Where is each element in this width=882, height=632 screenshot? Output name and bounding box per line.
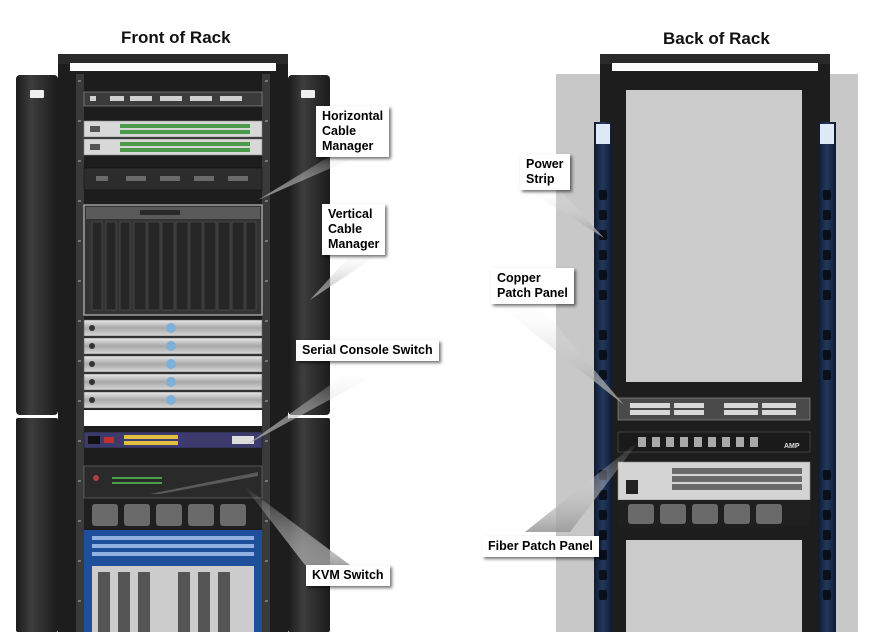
front-of-rack-title: Front of Rack: [121, 28, 231, 47]
back-of-rack-title: Back of Rack: [663, 29, 770, 48]
amp-logo: AMP: [784, 443, 800, 450]
front-rack: [16, 54, 330, 632]
front-router-lower: [83, 138, 263, 156]
kvm-switch-unit: [83, 465, 263, 499]
callout-horizontal-cable-manager: Horizontal Cable Manager: [316, 106, 390, 157]
callout-vertical-cable-manager: Vertical Cable Manager: [322, 204, 386, 255]
pointer-kvm-switch: [244, 486, 350, 565]
callout-serial-console-switch: Serial Console Switch: [296, 340, 439, 361]
left-vertical-cable-manager: [16, 75, 58, 415]
pointer-fiber-patch-panel: [525, 440, 640, 532]
back-rack: AMP: [556, 54, 858, 632]
pointer-power-strip: [525, 188, 604, 238]
left-vertical-cable-manager-lower: [16, 418, 58, 632]
right-vertical-cable-manager: [288, 75, 330, 415]
callout-copper-patch-panel: Copper Patch Panel: [491, 268, 574, 304]
pointer-copper-patch-panel: [492, 300, 624, 405]
callout-fiber-patch-panel: Fiber Patch Panel: [482, 536, 599, 557]
callout-pointers: [244, 150, 640, 565]
pointer-serial-console-switch: [248, 367, 390, 444]
callout-power-strip: Power Strip: [520, 154, 570, 190]
copper-patch-panel-unit: [617, 397, 811, 421]
pointer-horizontal-cable-manager: [258, 150, 372, 200]
rack-servers: [83, 319, 263, 409]
pointer-vertical-cable-manager: [310, 250, 385, 300]
front-router-upper: [83, 120, 263, 138]
back-opening: [626, 90, 802, 382]
callout-kvm-switch: KVM Switch: [306, 565, 390, 586]
